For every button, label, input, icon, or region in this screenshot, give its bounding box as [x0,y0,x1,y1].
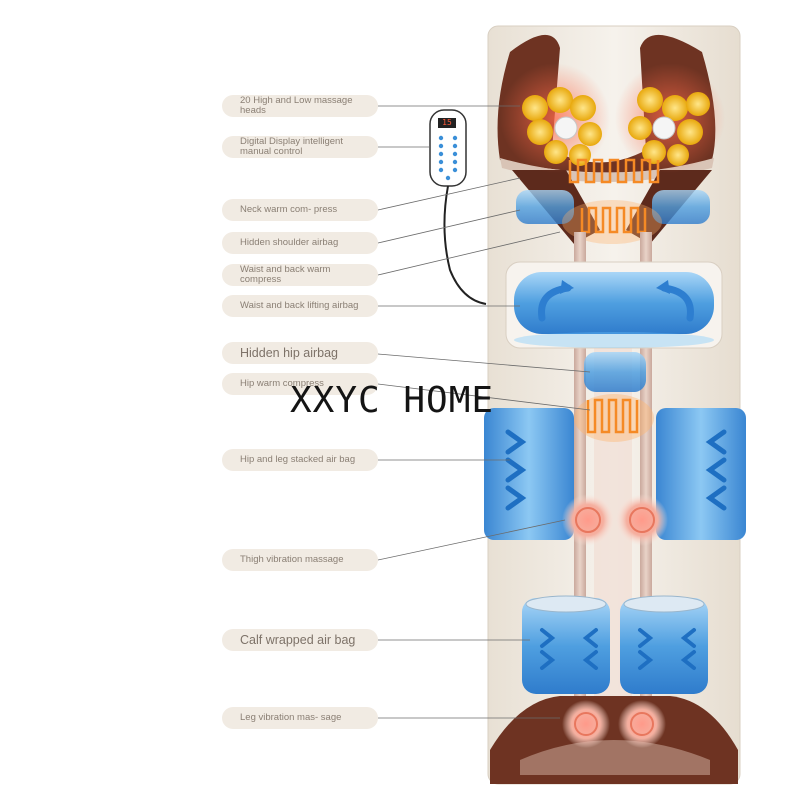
label-thigh-vibration: Thigh vibration massage [222,549,378,571]
calf-airbag-right [620,598,708,694]
label-hip-warm: Hip warm compress [222,373,378,395]
hip-airbag [584,352,646,392]
remote-control [429,109,487,305]
label-shoulder-airbag: Hidden shoulder airbag [222,232,378,254]
remote-display: 15 [442,118,452,127]
leader-lines [377,105,591,719]
thigh-vibration-right [616,494,668,546]
shoulder-airbag-left [516,190,574,224]
label-leg-vibration: Leg vibration mas- sage [222,707,378,729]
massage-heads-left [522,87,602,166]
shoulder-airbag-right [652,190,710,224]
watermark: XXYC HOME [290,380,495,421]
label-hip-airbag: Hidden hip airbag [222,342,378,364]
label-neck-warm: Neck warm com- press [222,199,378,221]
neck-heat-coil [568,158,660,184]
label-waist-warm: Waist and back warm compress [222,264,378,286]
leg-vibration-right [618,700,666,748]
thigh-vibration-left [562,494,614,546]
label-hip-leg-stacked: Hip and leg stacked air bag [222,449,378,471]
label-digital-display: Digital Display intelligent manual contr… [222,136,378,158]
leg-vibration-left [562,700,610,748]
label-waist-lifting: Waist and back lifting airbag [222,295,378,317]
hip-heat-coil [586,398,639,434]
stacked-airbag-right [656,408,746,540]
back-heat-coil [580,206,647,234]
label-calf-airbag: Calf wrapped air bag [222,629,378,651]
label-massage-heads: 20 High and Low massage heads [222,95,378,117]
calf-airbag-left [522,598,610,694]
stacked-airbag-left [484,408,574,540]
massage-heads-right [628,87,710,166]
